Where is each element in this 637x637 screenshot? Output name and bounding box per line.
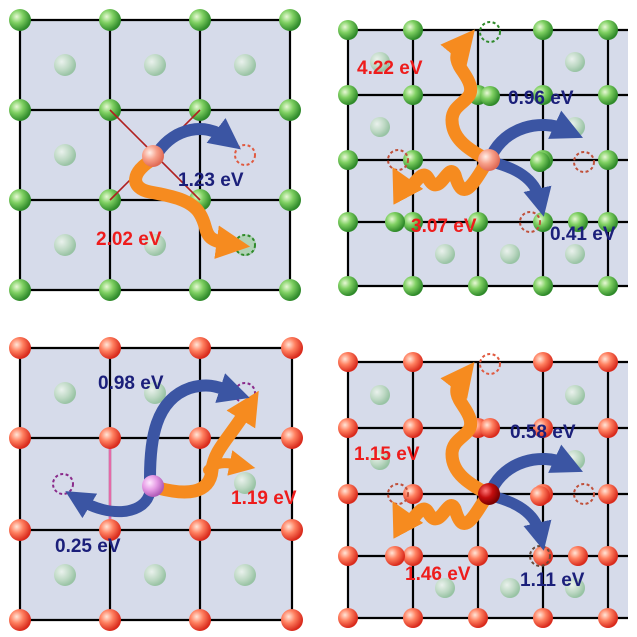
diffusing-atom [142,475,164,497]
vacancy-site [52,473,74,495]
blue-diffusion-arrow [144,373,250,484]
corner-atoms [338,352,618,628]
barrier-label: 1.46 eV [405,564,471,585]
barrier-label: 1.19 eV [231,488,297,509]
vacancy-site [573,151,595,173]
barrier-label: 1.23 eV [178,170,244,191]
orange-diffusion-arrow [392,158,492,205]
vacancy-site [479,353,501,375]
vacancy-site [387,483,409,505]
diffusing-atom [142,145,164,167]
vacancy-site [387,149,409,171]
faint-center-atoms [54,382,256,586]
panel-bottom-right: 1.15 eV 0.58 eV 1.46 eV 1.11 eV [338,352,628,628]
barrier-label: 1.15 eV [354,444,420,465]
barrier-label: 0.58 eV [510,422,576,443]
barrier-label: 3.07 eV [411,216,477,237]
grid-lines [18,18,292,292]
diffusing-atom [478,483,500,505]
blue-diffusion-arrow [152,118,241,158]
barrier-label: 4.22 eV [357,58,423,79]
barrier-label: 1.11 eV [520,570,585,591]
corner-atoms [9,337,303,631]
vacancy-site [234,234,256,256]
blue-diffusion-arrow [486,444,584,495]
vacancy-site [234,144,256,166]
panel-top-right: 4.22 eV 0.96 eV 3.07 eV 0.41 eV [338,20,628,296]
orange-diffusion-arrow [440,361,495,501]
barrier-label: 2.02 eV [96,229,162,250]
diffusing-atom [478,149,500,171]
orange-diffusion-arrow [440,29,495,167]
orange-diffusion-arrow [392,492,492,539]
blue-diffusion-arrow [486,110,584,161]
vacancy-site [573,483,595,505]
panel-bottom-left: 0.98 eV 1.19 eV 0.25 eV [9,337,303,631]
barrier-label: 0.41 eV [550,224,616,245]
panel-top-left: 1.23 eV 2.02 eV [9,9,301,301]
orange-diffusion-arrow [129,151,251,259]
blue-diffusion-arrow [65,486,156,519]
barrier-label: 0.25 eV [55,536,121,557]
barrier-label: 0.98 eV [98,373,164,394]
vacancy-site [479,21,501,43]
corner-atoms [338,20,618,296]
orange-diffusion-arrow [203,450,256,476]
barrier-label: 0.96 eV [508,88,574,109]
